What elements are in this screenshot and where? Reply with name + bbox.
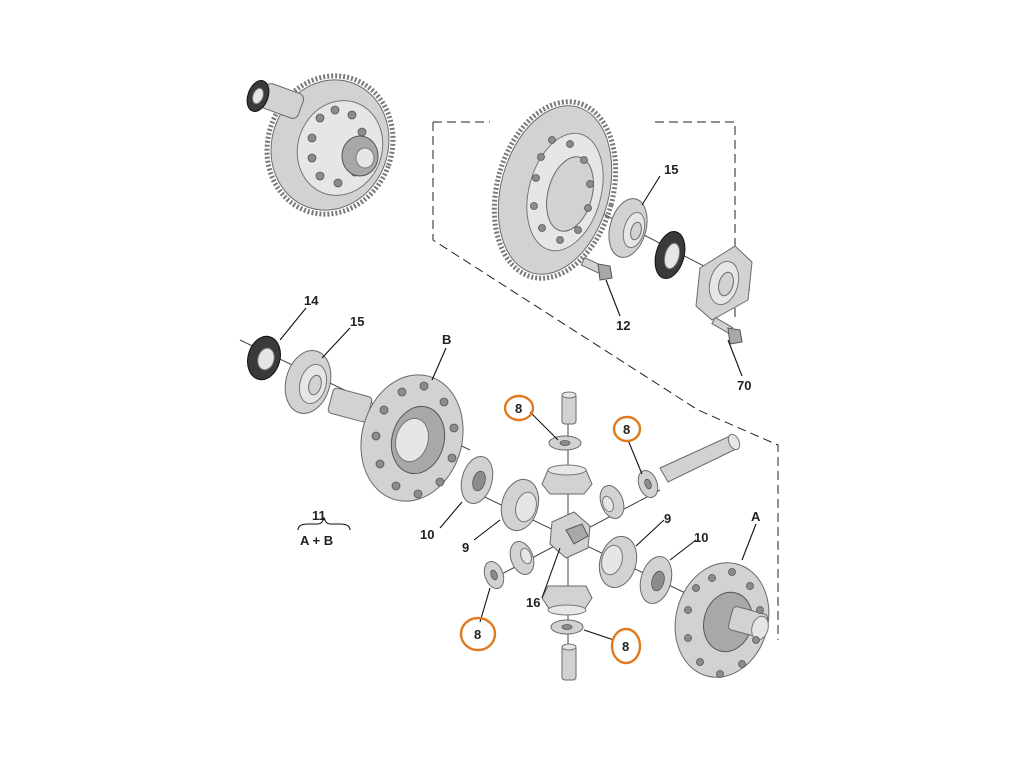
callout-9-left: 9: [462, 540, 469, 555]
callout-8-b: 8: [623, 422, 630, 437]
highlight-ring-8-b: [612, 415, 642, 443]
leader-8-a: [529, 411, 559, 441]
group-brace: [297, 516, 351, 531]
callout-12: 12: [616, 318, 630, 333]
thrust-washer-10-right: [639, 555, 673, 605]
bolt-12: [580, 257, 613, 281]
bearing-15-top: [608, 198, 648, 258]
callout-15-top: 15: [664, 162, 678, 177]
leader-15-top: [641, 175, 661, 206]
leader-9-left: [473, 519, 501, 541]
spider-block-16: [549, 511, 591, 559]
assembly-boundary: [432, 121, 779, 640]
callout-9-right: 9: [664, 511, 671, 526]
assembled-differential: [246, 73, 396, 217]
callout-10-right: 10: [694, 530, 708, 545]
callout-11: 11: [312, 508, 326, 523]
washer-8-right: [637, 469, 659, 499]
flange-plate: [695, 245, 753, 321]
callout-14: 14: [304, 293, 319, 308]
cross-shaft: [659, 433, 741, 483]
leader-70: [727, 339, 743, 377]
leader-15-left: [321, 327, 351, 359]
washer-8-left: [483, 560, 505, 590]
leader-A: [741, 523, 757, 561]
leader-16: [541, 547, 561, 599]
planet-gear-top: [541, 464, 593, 495]
callout-15-left: 15: [350, 314, 364, 329]
highlight-ring-8-a: [503, 394, 535, 422]
housing-A: [674, 562, 770, 678]
washer-8-top: [548, 435, 582, 451]
callout-16: 16: [526, 595, 540, 610]
callout-B: B: [442, 332, 451, 347]
crown-wheel: [491, 99, 619, 281]
highlight-ring-8-c: [459, 616, 497, 652]
washer-8-bottom: [550, 619, 584, 635]
housing-B: [327, 374, 464, 502]
leader-12: [605, 279, 621, 317]
leader-8-c: [479, 587, 491, 623]
leader-10-left: [439, 501, 463, 529]
callout-8-d: 8: [622, 639, 629, 654]
leader-9-right: [635, 519, 665, 547]
bolt-70: [711, 316, 743, 345]
planet-gear-left: [509, 541, 535, 575]
planet-gear-right: [599, 485, 625, 519]
callout-70: 70: [737, 378, 751, 393]
group-label-11: 11 A + B: [297, 508, 351, 548]
side-gear-9-left: [500, 478, 540, 532]
bearing-15-left: [284, 350, 332, 414]
oil-seal-top: [654, 231, 686, 279]
leader-10-right: [669, 539, 697, 561]
leader-8-b: [627, 439, 643, 475]
oil-seal-14: [247, 335, 281, 381]
callout-10-left: 10: [420, 527, 434, 542]
leader-B: [431, 347, 447, 381]
leader-14: [279, 307, 307, 341]
highlight-ring-8-d: [610, 627, 642, 665]
pin-bottom: [561, 643, 577, 681]
callout-8-c: 8: [474, 627, 481, 642]
thrust-washer-10-left: [460, 455, 494, 505]
planet-gear-bottom: [541, 585, 593, 616]
leader-8-d: [583, 629, 615, 641]
pin-top: [561, 391, 577, 425]
callout-A: A: [751, 509, 761, 524]
callout-8-a: 8: [515, 401, 522, 416]
side-gear-9-right: [598, 535, 638, 589]
callout-11-sub: A + B: [300, 533, 333, 548]
